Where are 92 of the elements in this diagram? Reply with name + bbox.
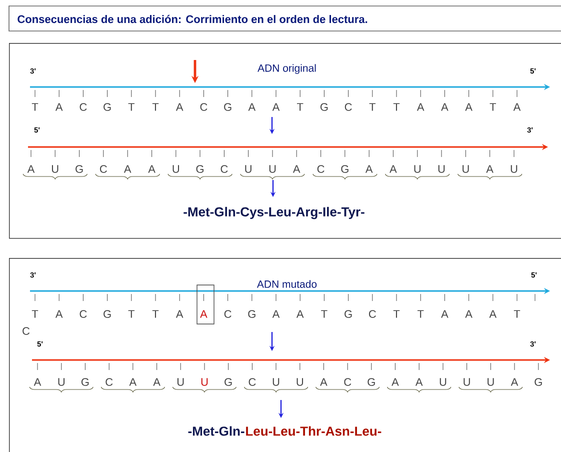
base-letter: A <box>390 165 397 173</box>
base-letter: C <box>100 165 107 173</box>
base-letter: A <box>176 310 184 318</box>
title-box: Consecuencias de una adición: Corrimiento en el orden de lectura. <box>8 6 561 32</box>
base-letter: A <box>416 103 424 111</box>
base-letter: A <box>441 310 448 318</box>
base-letter: T <box>297 103 304 111</box>
base-letter: A <box>176 103 184 111</box>
protein-sequence: -Met-Gln-Cys-Leu-Arg-Ile-Tyr- <box>184 206 364 220</box>
base-letter: U <box>440 378 446 386</box>
base-letter: A <box>148 165 156 173</box>
base-letter: G <box>344 310 352 318</box>
base-letter: A <box>248 103 256 111</box>
base-letter: A <box>55 103 63 111</box>
base-letter: G <box>81 378 89 386</box>
base-letter: C <box>80 310 87 318</box>
base-letter: G <box>76 165 83 173</box>
base-letter: A <box>415 378 423 386</box>
base-letter: A <box>153 378 160 386</box>
base-letter: C <box>344 378 352 386</box>
base-letter: T <box>393 103 400 111</box>
base-letter: U <box>177 378 184 386</box>
base-letter: G <box>320 103 328 111</box>
base-letter: G <box>534 378 542 386</box>
base-letter: C <box>80 103 87 111</box>
base-letter: U <box>52 165 58 173</box>
base-letter: G <box>341 165 348 173</box>
base-letter: U <box>201 378 208 386</box>
base-letter: G <box>196 165 204 173</box>
base-letter: T <box>152 310 159 318</box>
base-letter: C <box>369 310 376 318</box>
base-letter: C <box>22 327 30 335</box>
base-letter: U <box>245 165 252 173</box>
base-letter: A <box>465 103 472 111</box>
base-letter: U <box>296 378 304 386</box>
base-letter: U <box>438 165 445 173</box>
base-letter: A <box>272 103 280 111</box>
base-letter: A <box>392 378 399 386</box>
base-letter: C <box>224 310 232 318</box>
base-letter: G <box>104 103 111 111</box>
base-letter: C <box>220 165 228 173</box>
base-letter: G <box>224 103 232 111</box>
base-letter: T <box>393 310 400 318</box>
base-letter: U <box>269 165 276 173</box>
base-letter: T <box>369 103 376 111</box>
base-letter: T <box>32 103 38 111</box>
base-letter: A <box>34 378 42 386</box>
base-letter: C <box>344 103 352 111</box>
protein-sequence: Leu-Leu-Thr-Asn-Leu- <box>246 426 382 436</box>
base-letter: C <box>248 378 256 386</box>
base-letter: C <box>317 165 324 173</box>
base-letter: G <box>104 310 111 318</box>
base-letter: A <box>296 310 304 318</box>
base-letter: T <box>514 310 520 318</box>
base-letter: A <box>441 103 448 111</box>
base-letter: A <box>292 165 300 173</box>
base-letter: U <box>488 378 494 386</box>
base-letter: A <box>513 103 521 111</box>
base-letter: A <box>55 310 63 318</box>
base-letter: A <box>272 310 280 318</box>
base-letter: G <box>368 378 375 386</box>
base-letter: U <box>172 165 180 173</box>
base-letter: T <box>418 310 424 318</box>
base-letter: C <box>200 103 208 111</box>
base-letter: T <box>490 103 496 111</box>
base-letter: A <box>489 310 497 318</box>
base-letter: U <box>464 378 470 386</box>
base-letter: A <box>124 165 132 173</box>
base-letter: U <box>272 378 280 386</box>
protein-sequence: -Met-Gln- <box>188 426 244 436</box>
base-letter: U <box>462 165 469 173</box>
strand-heading: ADN mutado <box>256 280 317 288</box>
base-letter: T <box>32 310 38 318</box>
base-letter: A <box>200 310 208 318</box>
base-letter: C <box>106 378 113 386</box>
base-letter: T <box>321 310 328 318</box>
base-letter: A <box>465 310 472 318</box>
base-letter: A <box>486 165 494 173</box>
base-letter: A <box>510 378 518 386</box>
base-letter: T <box>128 103 134 111</box>
base-letter: U <box>414 165 421 173</box>
base-letter: G <box>248 310 256 318</box>
base-letter: A <box>129 378 137 386</box>
base-letter: A <box>365 165 373 173</box>
base-letter: U <box>58 378 65 386</box>
base-letter: U <box>510 165 518 173</box>
strand-heading: ADN original <box>258 64 316 74</box>
base-letter: T <box>128 310 134 318</box>
base-letter: T <box>152 103 159 111</box>
base-letter: A <box>27 165 35 173</box>
base-letter: A <box>320 378 328 386</box>
base-letter: G <box>224 378 232 386</box>
